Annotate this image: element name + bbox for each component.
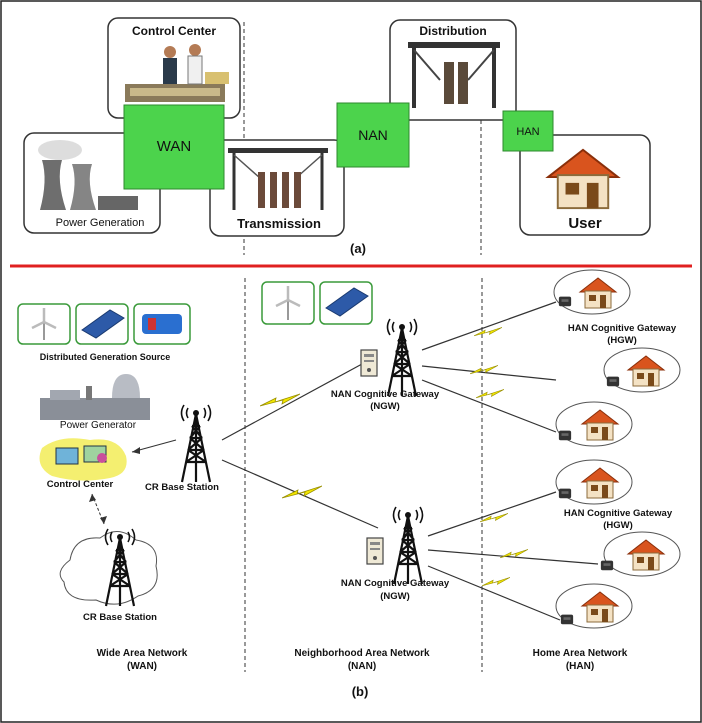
gateway-box-icon-5: [600, 560, 614, 571]
link-nan-han-5: [427, 549, 599, 565]
arrow-head-up: [89, 494, 96, 502]
han-home-6: [555, 583, 633, 629]
distribution-node: Distribution: [389, 19, 517, 121]
han-gateway-top-line1: HAN Cognitive Gateway: [568, 323, 677, 334]
nan-box: NAN: [336, 102, 410, 168]
part-a: Control Center Distribution: [23, 17, 651, 256]
han-home-5: [600, 531, 681, 577]
nan-gateway-top-line1: NAN Cognitive Gateway: [331, 389, 440, 400]
gateway-box-icon-4: [558, 488, 572, 499]
wan-label-line2: (WAN): [127, 661, 157, 672]
han-label: HAN: [516, 126, 539, 138]
substation-icon: [408, 42, 500, 108]
han-gateway-top-line2: (HGW): [607, 335, 637, 346]
wan-label-line1: Wide Area Network: [97, 648, 188, 659]
transmission-node: Transmission: [209, 139, 345, 237]
wireless-bolt-5: [476, 389, 504, 399]
wan-box: WAN: [123, 104, 225, 190]
cloud-shape: [59, 531, 158, 605]
wireless-bolt-1: [260, 393, 300, 407]
link-wan-to-nan-bottom: [221, 459, 379, 529]
tower-icon-nan-top: [386, 318, 418, 398]
link-nan-han-4: [427, 491, 557, 537]
link-nan-han-3: [421, 379, 557, 433]
arrow-head-left: [132, 447, 140, 454]
gateway-box-icon-3: [558, 430, 572, 441]
wind-turbine-icon: [31, 308, 57, 340]
han-home-1: [553, 269, 631, 315]
han-box: HAN: [502, 110, 554, 152]
link-wan-to-nan-top: [221, 363, 363, 441]
power-generation-label: Power Generation: [56, 217, 145, 229]
control-center-b-label: Control Center: [47, 479, 114, 490]
tower-icon-nan-bottom: [392, 506, 424, 586]
nan-label-line2: (NAN): [348, 661, 376, 672]
caption-b: (b): [352, 684, 369, 699]
han-label-line2: (HAN): [566, 661, 594, 672]
han-home-2: [603, 347, 681, 393]
tower-icon: [180, 404, 212, 484]
solar-panel-icon-nan: [325, 287, 369, 317]
wind-turbine-icon-nan: [275, 286, 301, 320]
nan-label: NAN: [358, 127, 388, 143]
user-node: User: [519, 134, 651, 236]
control-center-label: Control Center: [132, 24, 216, 38]
nan-gateway-top-line2: (NGW): [370, 401, 400, 412]
han-gateway-bottom-line2: (HGW): [603, 520, 633, 531]
battery-icon: [142, 314, 182, 334]
solar-panel-icon: [81, 309, 125, 339]
distributed-generation-label: Distributed Generation Source: [40, 352, 171, 362]
link-nan-han-1: [421, 301, 557, 351]
control-center-node: Control Center: [107, 17, 241, 119]
han-home-4: [555, 459, 633, 505]
operators-icon: [125, 44, 229, 102]
wireless-bolt-6: [480, 513, 508, 523]
power-generator-label: Power Generator: [60, 420, 137, 431]
wireless-bolt-8: [482, 577, 510, 587]
power-plant-icon: [40, 374, 150, 420]
distribution-label: Distribution: [419, 24, 486, 38]
nan-renewables-group: [261, 281, 373, 325]
nan-gateway-bottom-line2: (NGW): [380, 591, 410, 602]
han-gateway-bottom-line1: HAN Cognitive Gateway: [564, 508, 673, 519]
cooling-towers-icon: [38, 140, 138, 210]
gateway-box-icon-1: [558, 296, 572, 307]
nan-label-line1: Neighborhood Area Network: [294, 648, 430, 659]
nan-gateway-bottom-line1: NAN Cognitive Gateway: [341, 578, 450, 589]
server-icon: [360, 349, 378, 377]
link-nan-han-2: [421, 365, 557, 381]
han-label-line1: Home Area Network: [533, 648, 628, 659]
server-icon-bottom: [366, 537, 384, 565]
cr-base-station-main: CR Base Station: [145, 404, 219, 493]
distributed-generation-group: Distributed Generation Source: [17, 303, 191, 362]
cr-base-station-low: CR Base Station: [59, 528, 158, 623]
cr-base-station-main-label: CR Base Station: [145, 482, 219, 493]
wan-label: WAN: [157, 138, 191, 155]
nan-gateway-top: NAN Cognitive Gateway (NGW): [331, 318, 440, 412]
gateway-box-icon-6: [560, 614, 574, 625]
transmission-label: Transmission: [237, 216, 321, 231]
part-b: Distributed Generation Source Power Gene…: [17, 269, 681, 699]
power-generator-group: Power Generator: [40, 374, 150, 431]
cr-base-station-low-label: CR Base Station: [83, 612, 157, 623]
nan-gateway-bottom: NAN Cognitive Gateway (NGW): [341, 506, 450, 602]
transmission-tower-icon: [228, 148, 328, 210]
control-room-icon: [39, 438, 127, 481]
control-center-b-group: Control Center: [39, 438, 127, 490]
han-home-3: [555, 401, 633, 447]
wireless-bolt-2: [282, 485, 322, 499]
user-label: User: [568, 215, 602, 232]
link-nan-han-6: [427, 565, 561, 621]
gateway-box-icon-2: [606, 376, 620, 387]
caption-a: (a): [350, 241, 366, 256]
wireless-bolt-3: [474, 327, 502, 337]
arrow-head-down: [100, 516, 107, 524]
